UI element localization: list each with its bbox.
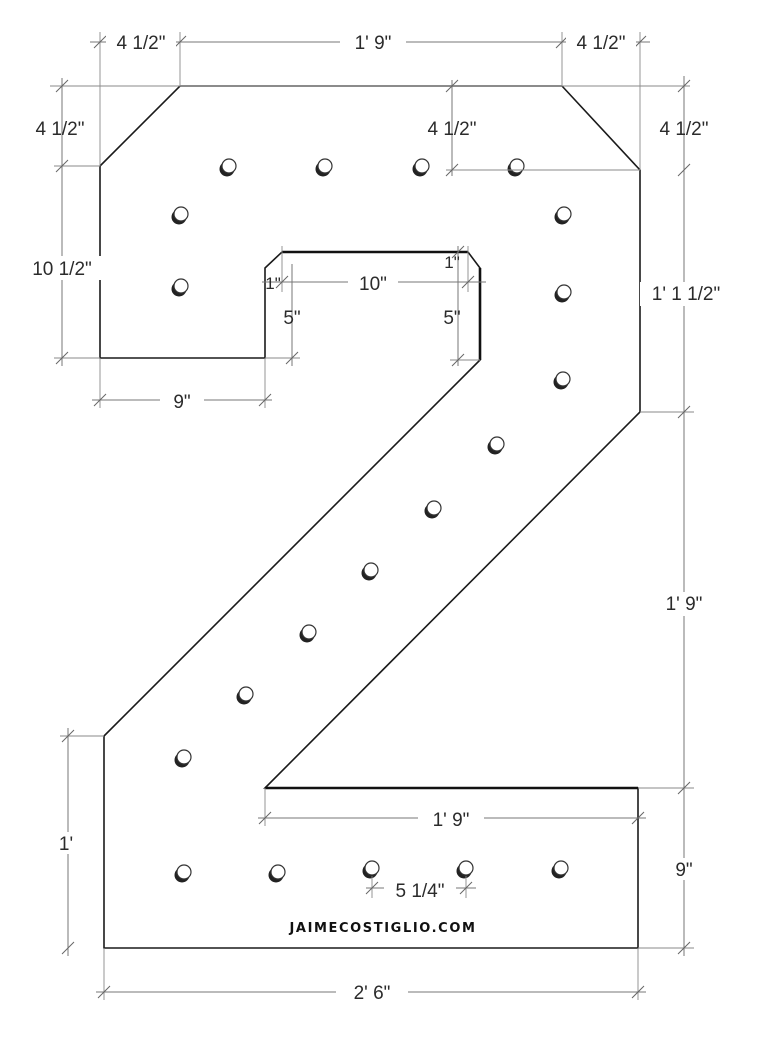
light-hole [171,206,189,225]
dim-base-right-height: 9" [675,860,692,881]
light-hole [361,562,379,581]
light-hole [554,284,572,303]
dim-base-left-height: 1' [59,834,73,855]
light-hole [456,860,474,879]
dim-top-left-chamfer-width: 4 1/2" [116,33,165,54]
dimension-lines [50,32,694,1000]
letter-shape [99,85,641,949]
brand-watermark: JAIMECOSTIGLIO.COM [288,921,476,936]
number-two-outline [99,85,641,949]
light-hole [299,624,317,643]
dim-notch-right-chamfer: 1" [444,253,460,272]
light-hole [171,278,189,297]
dim-right-upper-height: 1' 1 1/2" [652,284,720,305]
dim-top-right-chamfer-width: 4 1/2" [576,33,625,54]
light-hole [236,686,254,705]
dim-right-chamfer-offset: 4 1/2" [427,119,476,140]
light-hole [412,158,430,177]
dimension-labels: 4 1/2" 1' 9" 4 1/2" 4 1/2" 4 1/2" 4 1/2"… [24,30,732,1004]
light-hole [219,158,237,177]
light-hole [268,864,286,883]
dim-notch-left-chamfer: 1" [265,274,281,293]
light-hole [315,158,333,177]
light-hole [554,206,572,225]
dim-notch-width: 10" [359,274,387,295]
light-hole [362,860,380,879]
dim-top-span: 1' 9" [355,33,392,54]
light-hole [553,371,571,390]
light-hole [174,749,192,768]
light-hole [174,864,192,883]
dim-left-side-height: 10 1/2" [32,259,92,280]
dim-left-arm-width: 9" [173,392,190,413]
dim-notch-left-depth: 5" [283,308,300,329]
dim-left-chamfer-height: 4 1/2" [35,119,84,140]
dim-total-width: 2' 6" [354,983,391,1004]
dim-hole-spacing: 5 1/4" [395,881,444,902]
dim-notch-right-depth: 5" [443,308,460,329]
dim-inner-base-width: 1' 9" [433,810,470,831]
light-hole [424,500,442,519]
dim-diagonal-height: 1' 9" [666,594,703,615]
light-holes [171,158,572,883]
light-hole [487,436,505,455]
light-hole [507,158,525,177]
light-hole [551,860,569,879]
dim-right-chamfer-height: 4 1/2" [659,119,708,140]
